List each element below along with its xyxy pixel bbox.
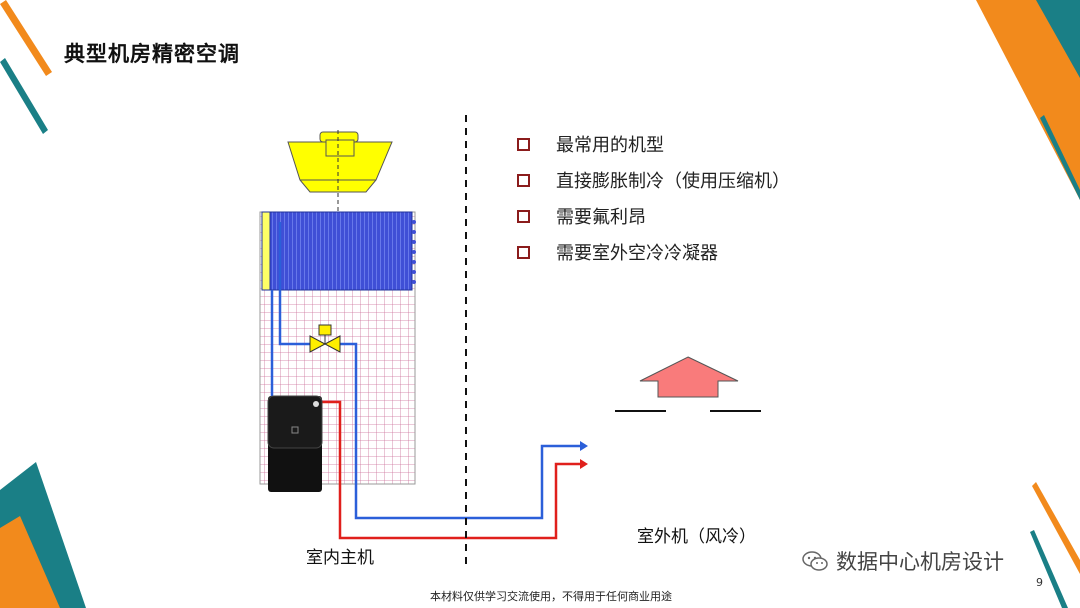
stripe-top-right-teal [1036, 0, 1080, 78]
checkbox-bullet-icon [517, 209, 530, 223]
up-arrow-icon [639, 356, 739, 398]
stripe-top-left-teal [0, 58, 48, 134]
indoor-unit-label: 室内主机 [306, 548, 374, 568]
stripe-top-left-orange [0, 0, 52, 76]
stripe-bottom-right-orange [1032, 482, 1080, 574]
stripe-top-right-teal-thin [1040, 115, 1080, 200]
checkbox-bullet-icon [517, 245, 530, 259]
bullet-item: 最常用的机型 [517, 131, 664, 157]
watermark: 数据中心机房设计 [802, 546, 1004, 576]
evaporator-coil [261, 211, 413, 291]
bullet-item: 需要氟利昂 [517, 203, 646, 229]
bullet-item: 需要室外空冷冷凝器 [517, 239, 718, 265]
footer-note: 本材料仅供学习交流使用，不得用于任何商业用途 [430, 590, 672, 603]
bullet-text: 最常用的机型 [556, 135, 664, 156]
checkbox-bullet-icon [517, 137, 530, 151]
bullet-text: 需要氟利昂 [556, 207, 646, 228]
outdoor-unit-label: 室外机（风冷） [637, 527, 756, 547]
stripe-bottom-right-teal [1030, 530, 1068, 608]
checkbox-bullet-icon [517, 173, 530, 187]
bullet-text: 直接膨胀制冷（使用压缩机） [556, 171, 790, 192]
bullet-item: 直接膨胀制冷（使用压缩机） [517, 167, 790, 193]
slide-title: 典型机房精密空调 [64, 42, 240, 66]
compressor-icon [267, 395, 323, 492]
fan-icon [287, 130, 393, 212]
expansion-valve-icon [309, 324, 341, 353]
bullet-text: 需要室外空冷冷凝器 [556, 243, 718, 264]
page-number: 9 [1036, 576, 1043, 589]
stripe-bottom-left-orange [0, 516, 60, 608]
wechat-icon [802, 551, 828, 571]
stripe-top-right-orange [976, 0, 1080, 200]
watermark-text: 数据中心机房设计 [836, 550, 1004, 574]
pipe-red [322, 400, 580, 540]
